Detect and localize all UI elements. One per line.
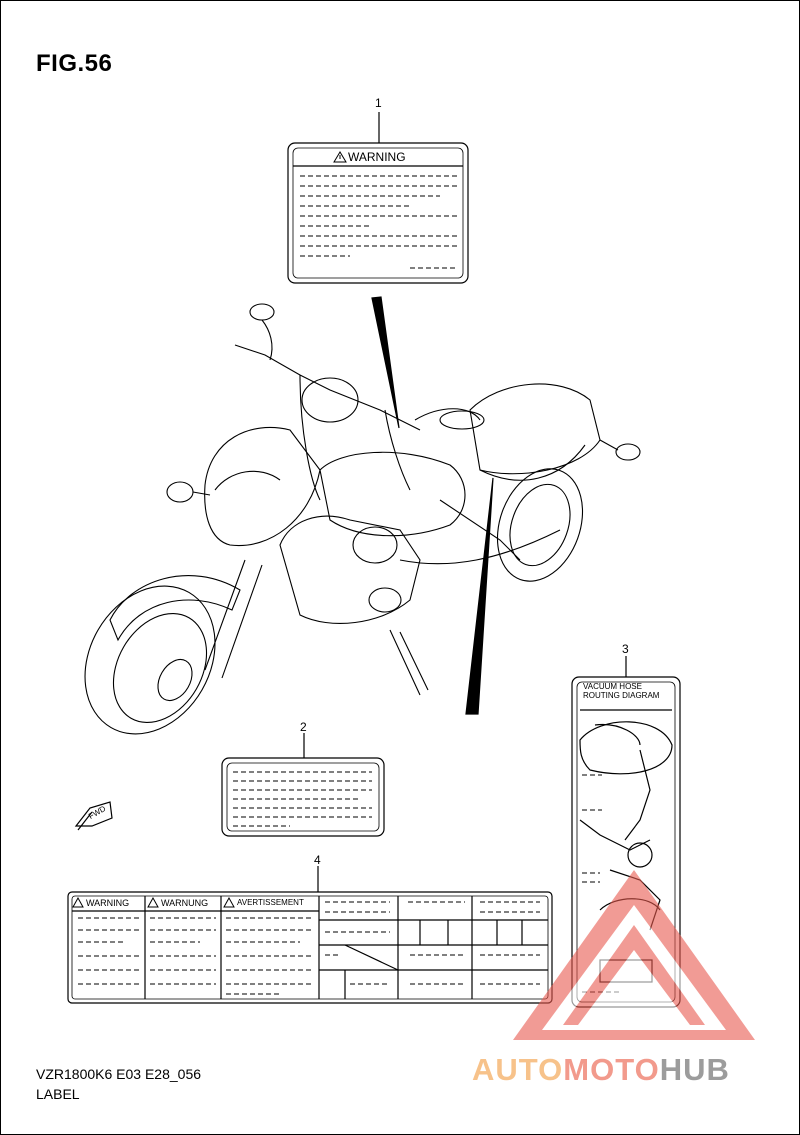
footer-section-name: LABEL xyxy=(36,1086,80,1102)
watermark-text: AUTOMOTOHUB xyxy=(472,1052,730,1088)
watermark-part-b: MOTO xyxy=(563,1052,660,1087)
label-4-col3-heading: AVERTISSEMENT xyxy=(237,898,304,907)
label-2-info-sticker xyxy=(221,757,385,837)
label-4-col2-heading: WARNUNG xyxy=(161,898,209,908)
label-3-title-line-1: VACUUM HOSE xyxy=(583,682,642,691)
label-3-title: VACUUM HOSE ROUTING DIAGRAM xyxy=(583,682,659,700)
label-4-multilingual-sticker xyxy=(67,891,553,1004)
figure-title: FIG.56 xyxy=(36,50,113,77)
callout-1-number: 1 xyxy=(375,96,382,110)
watermark-logo xyxy=(513,870,755,1040)
label-side-pointer xyxy=(465,477,494,715)
watermark-part-c: HUB xyxy=(659,1052,730,1087)
footer-model-code: VZR1800K6 E03 E28_056 xyxy=(36,1066,202,1082)
label-3-title-line-2: ROUTING DIAGRAM xyxy=(583,691,660,700)
label-1-heading: WARNING xyxy=(348,150,406,164)
label-4-col1-heading: WARNING xyxy=(86,898,130,908)
motorcycle-illustration xyxy=(84,303,641,735)
label-1-pointer xyxy=(371,296,400,429)
callout-2-number: 2 xyxy=(300,720,307,734)
callout-3-number: 3 xyxy=(622,642,629,656)
callout-4-number: 4 xyxy=(314,853,321,867)
label-1-warning-sticker xyxy=(287,142,469,284)
fwd-arrow-graphic xyxy=(74,801,113,831)
watermark-part-a: AUTO xyxy=(472,1052,564,1087)
